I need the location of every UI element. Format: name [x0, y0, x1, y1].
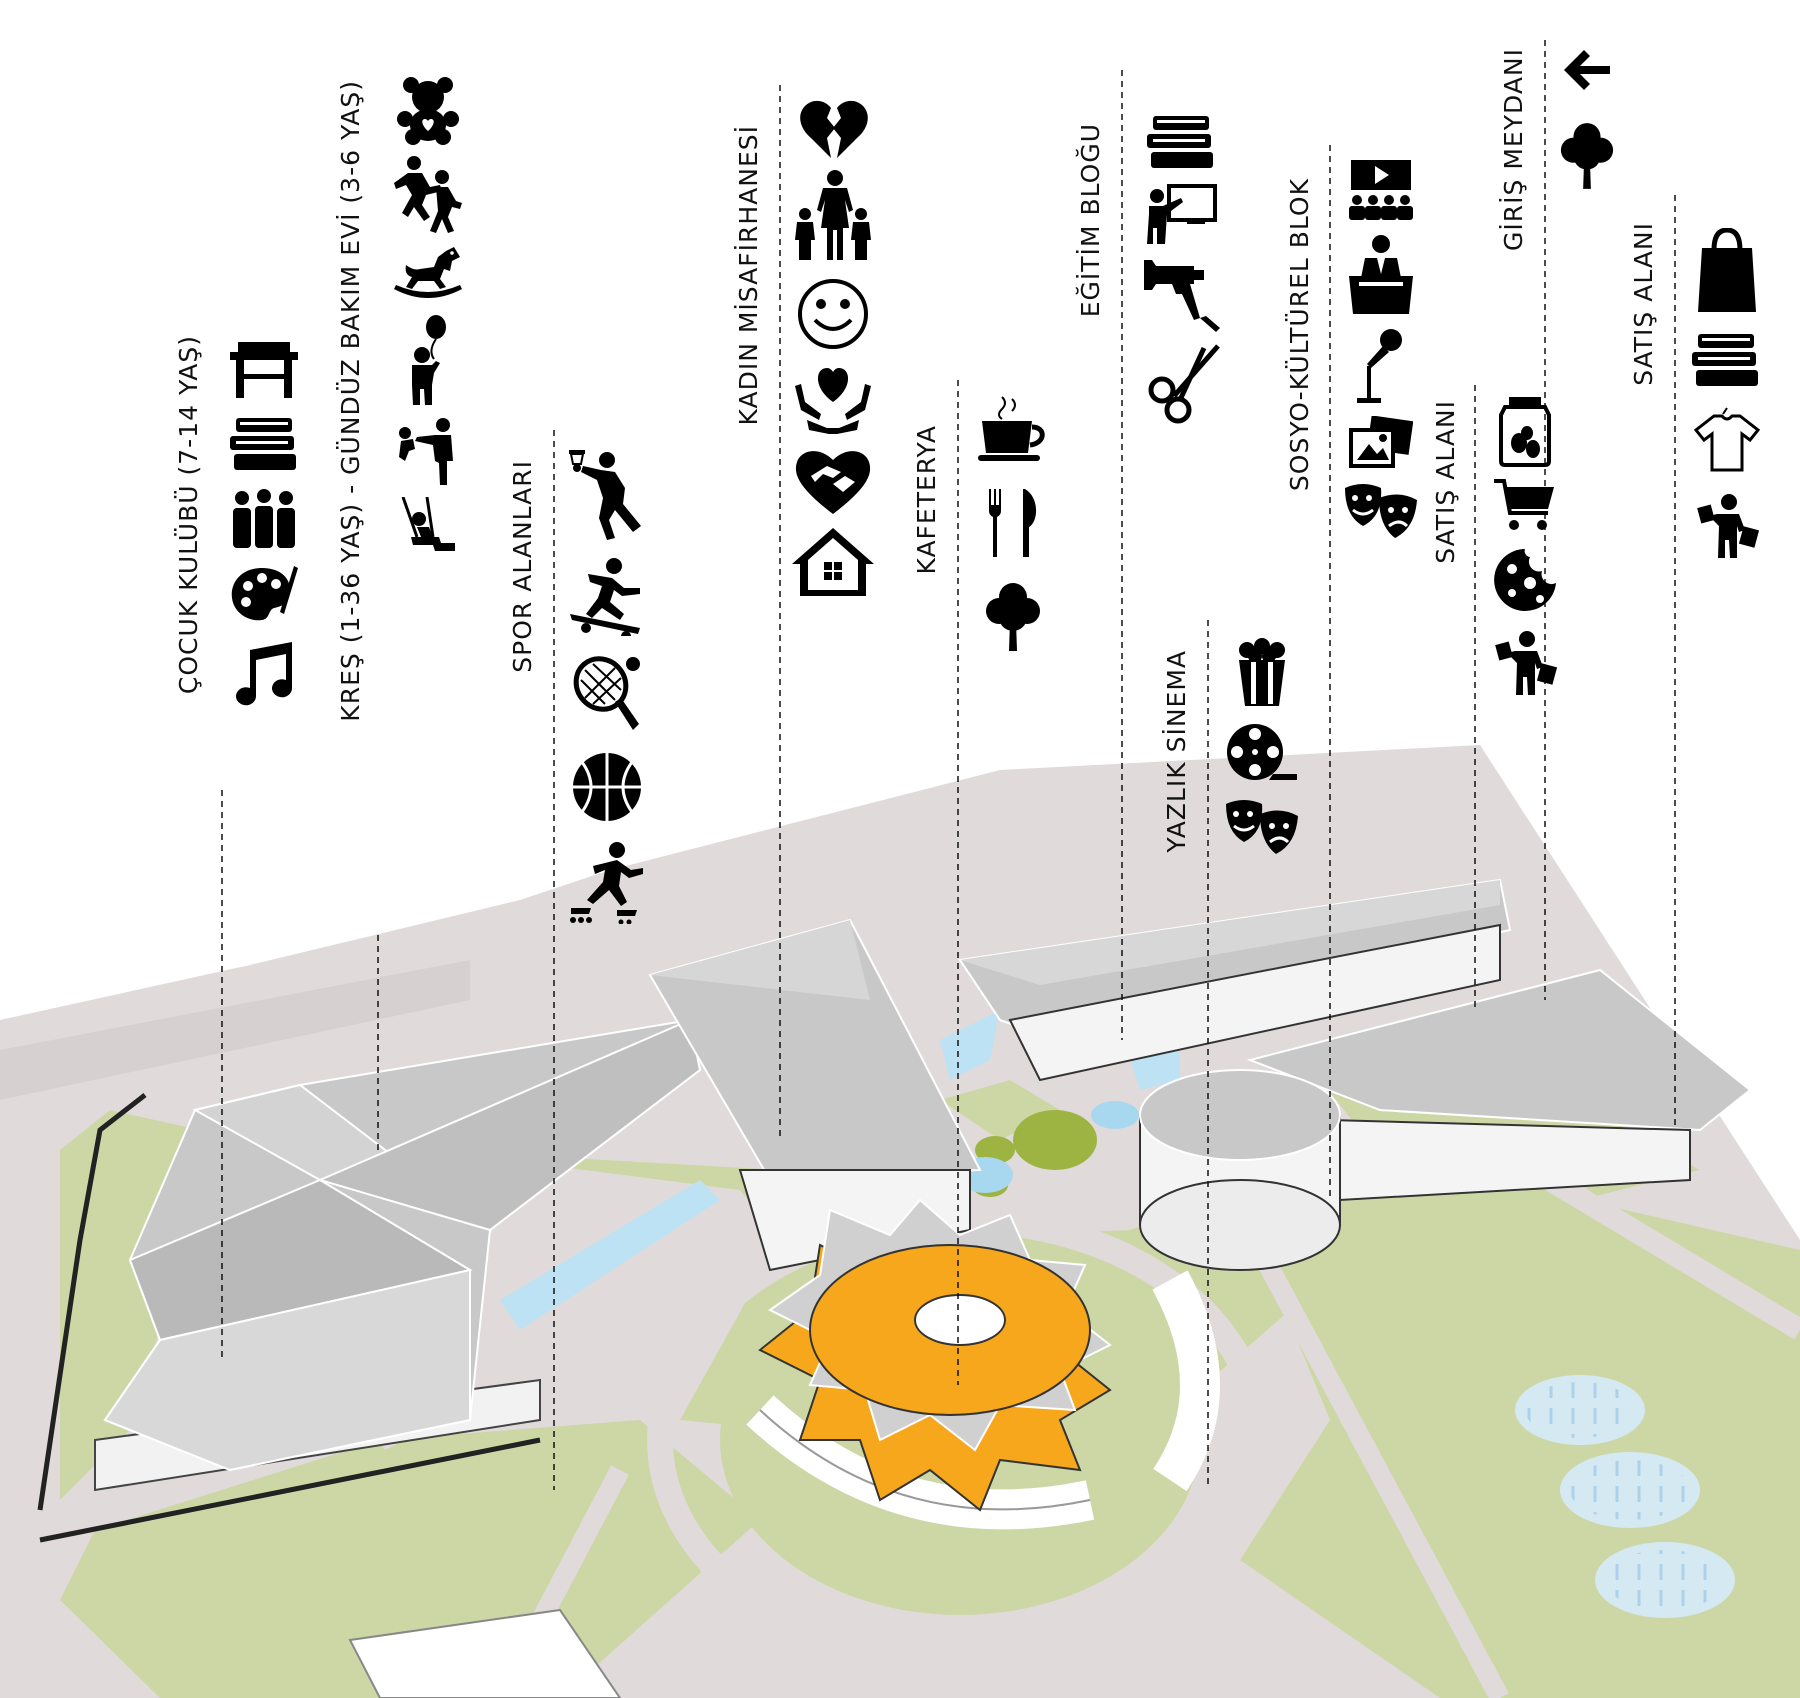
- tree-icon: [1560, 123, 1614, 189]
- icons-giris: [1558, 48, 1616, 192]
- road: [0, 960, 470, 1100]
- roof-right-facet: [960, 880, 1500, 985]
- parent-child-icon: [399, 418, 453, 485]
- theater-masks-icon: [1226, 800, 1298, 854]
- label-satis-1: SATIŞ ALANI: [1431, 400, 1460, 564]
- roller-skater-icon: [570, 842, 643, 924]
- books-icon: [1147, 116, 1213, 168]
- tennis-icon: [573, 656, 640, 730]
- music-note-icon: [236, 642, 293, 706]
- shopper-icon: [1495, 631, 1557, 695]
- roof-middle-facet: [650, 920, 870, 1000]
- water-channel: [940, 1010, 1000, 1080]
- grass-area: [60, 1420, 760, 1698]
- shopping-bag-icon: [1698, 228, 1756, 312]
- icons-kafeterya: [978, 395, 1048, 653]
- teacher-board-icon: [1147, 184, 1217, 244]
- jar-icon: [1499, 397, 1551, 467]
- garden-circle: [1013, 1110, 1097, 1170]
- basketball-player-icon: [569, 450, 641, 540]
- teddy-bear-icon: [397, 77, 459, 145]
- tree-icon: [986, 583, 1040, 651]
- books-icon: [230, 418, 296, 470]
- site-edge: [39, 1437, 541, 1543]
- label-cocuk-kulubu: ÇOCUK KULÜBÜ (7-14 YAŞ): [174, 335, 203, 695]
- glue-gun-icon: [1144, 260, 1220, 332]
- label-satis-2: SATIŞ ALANI: [1629, 222, 1658, 386]
- icons-satis-1: [1492, 395, 1558, 697]
- shopper-icon: [1697, 494, 1759, 558]
- label-kafeterya: KAFETERYA: [912, 425, 941, 575]
- label-spor: SPOR ALANLARI: [508, 460, 537, 673]
- speaker-podium-icon: [1349, 235, 1413, 314]
- film-reel-icon: [1227, 724, 1297, 780]
- icons-spor: [567, 448, 647, 924]
- children-running-icon: [394, 156, 462, 233]
- icons-egitim: [1142, 112, 1222, 424]
- family-icon: [795, 170, 871, 260]
- label-yazlik: YAZLIK SİNEMA: [1162, 650, 1191, 853]
- roof-far-right: [1246, 968, 1752, 1132]
- coffee-cup-icon: [978, 396, 1045, 461]
- arrow-left-icon: [1564, 50, 1610, 90]
- theater-masks-icon: [1345, 484, 1417, 538]
- icons-yazlik: [1224, 638, 1300, 858]
- rocking-horse-icon: [394, 247, 462, 298]
- label-sosyo: SOSYO-KÜLTÜREL BLOK: [1285, 178, 1314, 492]
- basketball-icon: [573, 753, 641, 821]
- palette-icon: [231, 566, 298, 621]
- label-egitim: EĞİTİM BLOĞU: [1076, 123, 1105, 318]
- pictures-icon: [1349, 416, 1413, 468]
- label-giris: GİRİŞ MEYDANI: [1499, 48, 1528, 251]
- roof-left-facet: [103, 1268, 471, 1472]
- icons-kres: [390, 75, 466, 557]
- heart-hands-icon: [795, 451, 871, 514]
- books-icon: [1692, 334, 1758, 386]
- leader-lines: [221, 40, 1676, 1490]
- pavilion-hole: [914, 1294, 1006, 1346]
- amphitheatre: [1152, 1270, 1220, 1492]
- icons-sosyo: [1343, 158, 1419, 544]
- house-icon: [792, 528, 874, 596]
- swing-icon: [401, 497, 455, 551]
- scissors-icon: [1148, 344, 1220, 424]
- roof-left-facet: [317, 1018, 702, 1232]
- screening-audience-icon: [1349, 160, 1413, 220]
- hands-heart-icon: [795, 368, 871, 434]
- pond: [1091, 1101, 1139, 1129]
- tshirt-icon: [1693, 407, 1761, 472]
- site-edge: [37, 1093, 147, 1511]
- icons-kadin: [790, 98, 876, 598]
- shopping-cart-icon: [1494, 479, 1554, 530]
- label-kadin: KADIN MİSAFİRHANESİ: [734, 125, 763, 426]
- cookie-icon: [1494, 549, 1556, 611]
- group-icon: [233, 489, 295, 548]
- desk-icon: [230, 342, 298, 398]
- skateboarder-icon: [570, 558, 640, 636]
- fork-knife-icon: [989, 489, 1037, 557]
- child-balloon-icon: [412, 315, 446, 405]
- roof-middle: [648, 918, 982, 1182]
- path: [1251, 1245, 1509, 1698]
- smiley-icon: [798, 279, 868, 349]
- broken-heart-icon: [800, 100, 868, 158]
- popcorn-icon: [1239, 638, 1285, 706]
- label-kres: KREŞ (1-36 YAŞ) - GÜNDÜZ BAKIM EVİ (3-6 …: [336, 80, 365, 722]
- building-right-wall: [1008, 923, 1501, 1082]
- water-channel: [500, 1180, 720, 1330]
- icons-satis-2: [1690, 228, 1764, 560]
- cylinder-roof: [1139, 1069, 1341, 1161]
- parking: [348, 1608, 622, 1698]
- microphone-icon: [1357, 329, 1402, 403]
- cylinder-bottom: [1139, 1179, 1341, 1271]
- icons-cocuk-kulubu: [228, 338, 300, 706]
